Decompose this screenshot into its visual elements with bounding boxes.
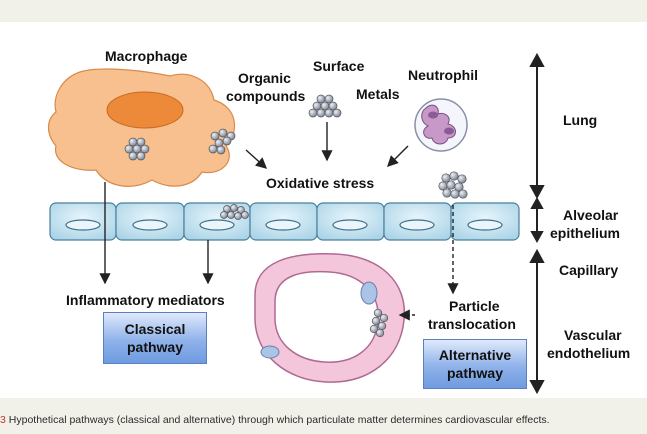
particle-cluster-surface — [308, 94, 342, 118]
arrow-neutrophil-to-stress — [387, 145, 409, 167]
capillary-vessel — [254, 253, 406, 383]
alveolar-label-1: Alveolar — [563, 207, 619, 223]
classical-line-2: pathway — [126, 339, 183, 355]
oxidative-stress-label: Oxidative stress — [266, 175, 374, 191]
neutrophil-label: Neutrophil — [408, 67, 478, 83]
vascular-label-2: endothelium — [547, 345, 630, 361]
classical-pathway-box: Classical pathway — [103, 312, 207, 364]
organic-label-2: compounds — [226, 88, 306, 104]
caption-text: Hypothetical pathways (classical and alt… — [8, 414, 550, 426]
particle-cluster-macrophage-edge — [208, 128, 236, 155]
metals-label: Metals — [356, 86, 400, 102]
figure-number: 3 — [0, 414, 6, 426]
caption-band — [0, 398, 647, 434]
particle-cluster-vessel — [369, 308, 389, 338]
alveolar-epithelium — [49, 202, 520, 241]
particle-label-1: Particle — [449, 298, 500, 314]
alveolar-label-2: epithelium — [550, 225, 620, 241]
arrow-macrophage-to-stress — [245, 149, 268, 169]
alternative-pathway-box: Alternative pathway — [423, 339, 527, 389]
macrophage-cell — [47, 68, 236, 187]
lung-label: Lung — [563, 112, 597, 128]
neutrophil-cell — [414, 98, 468, 152]
classical-line-1: Classical — [124, 321, 186, 337]
vascular-label-1: Vascular — [564, 327, 622, 343]
capillary-label: Capillary — [559, 262, 618, 278]
particle-cluster-epithelium — [438, 171, 468, 199]
macrophage-label: Macrophage — [105, 48, 188, 64]
alternative-line-1: Alternative — [438, 347, 512, 363]
inflammatory-mediators-label: Inflammatory mediators — [66, 292, 225, 308]
figure-caption: 3 Hypothetical pathways (classical and a… — [0, 414, 647, 426]
particle-cluster-cell — [220, 204, 249, 220]
particle-cluster-macrophage — [124, 137, 150, 161]
particle-label-2: translocation — [428, 316, 516, 332]
surface-label: Surface — [313, 58, 365, 74]
top-band — [0, 0, 647, 22]
alternative-line-2: pathway — [446, 365, 503, 381]
organic-label-1: Organic — [238, 70, 291, 86]
